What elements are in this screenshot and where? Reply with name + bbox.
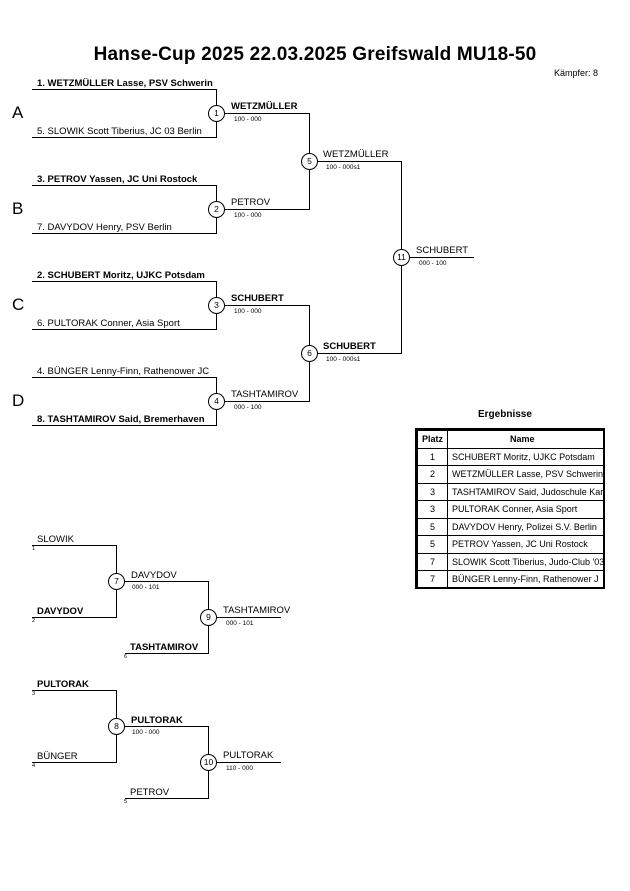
result-name: PULTORAK Conner, Asia Sport <box>447 500 603 519</box>
entrant-5: 5. SLOWIK Scott Tiberius, JC 03 Berlin <box>37 126 202 137</box>
bout-number-8: 8 <box>108 718 125 735</box>
rep-lower-entrant-1: PULTORAK <box>37 679 89 690</box>
rep-lower-seed-5: 5 <box>124 799 128 805</box>
bout-1-score: 100 - 000 <box>234 116 262 123</box>
bout-number-6: 6 <box>301 345 318 362</box>
bout-4-winner: TASHTAMIROV <box>231 389 299 400</box>
rep-upper-entrant-2: DAVYDOV <box>37 606 84 617</box>
final-winner: SCHUBERT <box>416 245 469 256</box>
entrant-2: 2. SCHUBERT Moritz, UJKC Potsdam <box>37 270 205 281</box>
bout-3-score: 100 - 000 <box>234 308 262 315</box>
results-title: Ergebnisse <box>478 409 532 420</box>
bout-9-score: 000 - 101 <box>226 620 254 627</box>
bout-number-10: 10 <box>200 754 217 771</box>
bout-number-9: 9 <box>200 609 217 626</box>
result-place: 7 <box>417 552 448 571</box>
result-place: 5 <box>417 517 448 536</box>
bout-5-winner: WETZMÜLLER <box>323 149 389 160</box>
result-place: 7 <box>417 570 448 587</box>
results-header-place: Platz <box>417 430 448 449</box>
entrant-7: 7. DAVYDOV Henry, PSV Berlin <box>37 222 172 233</box>
final-score: 000 - 100 <box>419 260 447 267</box>
bout-6-winner: SCHUBERT <box>323 341 376 352</box>
bout-8-score: 100 - 000 <box>132 729 160 736</box>
fighters-count: Kämpfer: 8 <box>553 68 598 78</box>
bout-1-winner: WETZMÜLLER <box>231 101 298 112</box>
result-name: WETZMÜLLER Lasse, PSV Schwerin <box>447 465 603 484</box>
rep-upper-seed-2: 2 <box>32 618 36 624</box>
bout-9-winner: TASHTAMIROV <box>223 605 291 616</box>
result-name: BÜNGER Lenny-Finn, Rathenower J <box>447 570 603 587</box>
bout-2-score: 100 - 000 <box>234 212 262 219</box>
bout-7-score: 000 - 101 <box>132 584 160 591</box>
rep-lower-seed-3: 3 <box>32 691 36 697</box>
results-header-name: Name <box>447 430 603 449</box>
bout-8-winner: PULTORAK <box>131 715 183 726</box>
result-name: SLOWIK Scott Tiberius, Judo-Club '03 <box>447 552 603 571</box>
result-place: 3 <box>417 482 448 501</box>
result-name: TASHTAMIROV Said, Judoschule Kar <box>447 482 603 501</box>
entrant-3: 3. PETROV Yassen, JC Uni Rostock <box>37 174 198 185</box>
bout-3-winner: SCHUBERT <box>231 293 284 304</box>
bout-7-winner: DAVYDOV <box>131 570 177 581</box>
page-title: Hanse-Cup 2025 22.03.2025 Greifswald MU1… <box>93 44 537 65</box>
rep-upper-seed-1: 1 <box>32 546 36 552</box>
entrant-4: 4. BÜNGER Lenny-Finn, Rathenower JC <box>37 366 210 377</box>
rep-lower-late-entrant: PETROV <box>130 787 170 798</box>
bout-5-score: 100 - 000s1 <box>326 164 361 171</box>
rep-upper-entrant-1: SLOWIK <box>37 534 74 545</box>
result-place: 3 <box>417 500 448 519</box>
result-place: 2 <box>417 465 448 484</box>
result-name: SCHUBERT Moritz, UJKC Potsdam <box>447 447 603 466</box>
pool-label-d: D <box>12 391 25 410</box>
bout-number-11: 11 <box>393 249 410 266</box>
rep-lower-seed-4: 4 <box>32 763 36 769</box>
bout-number-7: 7 <box>108 573 125 590</box>
rep-upper-seed-6: 6 <box>124 654 128 660</box>
entrant-1: 1. WETZMÜLLER Lasse, PSV Schwerin <box>37 78 213 89</box>
bout-number-2: 2 <box>208 201 225 218</box>
pool-label-a: A <box>12 103 24 122</box>
rep-lower-entrant-2: BÜNGER <box>37 751 78 762</box>
bout-number-5: 5 <box>301 153 318 170</box>
result-name: PETROV Yassen, JC Uni Rostock <box>447 535 603 554</box>
result-place: 1 <box>417 447 448 466</box>
result-name: DAVYDOV Henry, Polizei S.V. Berlin <box>447 517 603 536</box>
bout-6-score: 100 - 000s1 <box>326 356 361 363</box>
pool-label-c: C <box>12 295 25 314</box>
bout-10-score: 110 - 000 <box>226 765 253 772</box>
pool-label-b: B <box>12 199 24 218</box>
bout-number-1: 1 <box>208 105 225 122</box>
bout-10-winner: PULTORAK <box>223 750 274 761</box>
result-place: 5 <box>417 535 448 554</box>
entrant-6: 6. PULTORAK Conner, Asia Sport <box>37 318 180 329</box>
bout-4-score: 000 - 100 <box>234 404 262 411</box>
rep-upper-late-entrant: TASHTAMIROV <box>130 642 199 653</box>
entrant-8: 8. TASHTAMIROV Said, Bremerhaven <box>37 414 205 425</box>
bout-2-winner: PETROV <box>231 197 271 208</box>
bout-number-3: 3 <box>208 297 225 314</box>
bout-number-4: 4 <box>208 393 225 410</box>
